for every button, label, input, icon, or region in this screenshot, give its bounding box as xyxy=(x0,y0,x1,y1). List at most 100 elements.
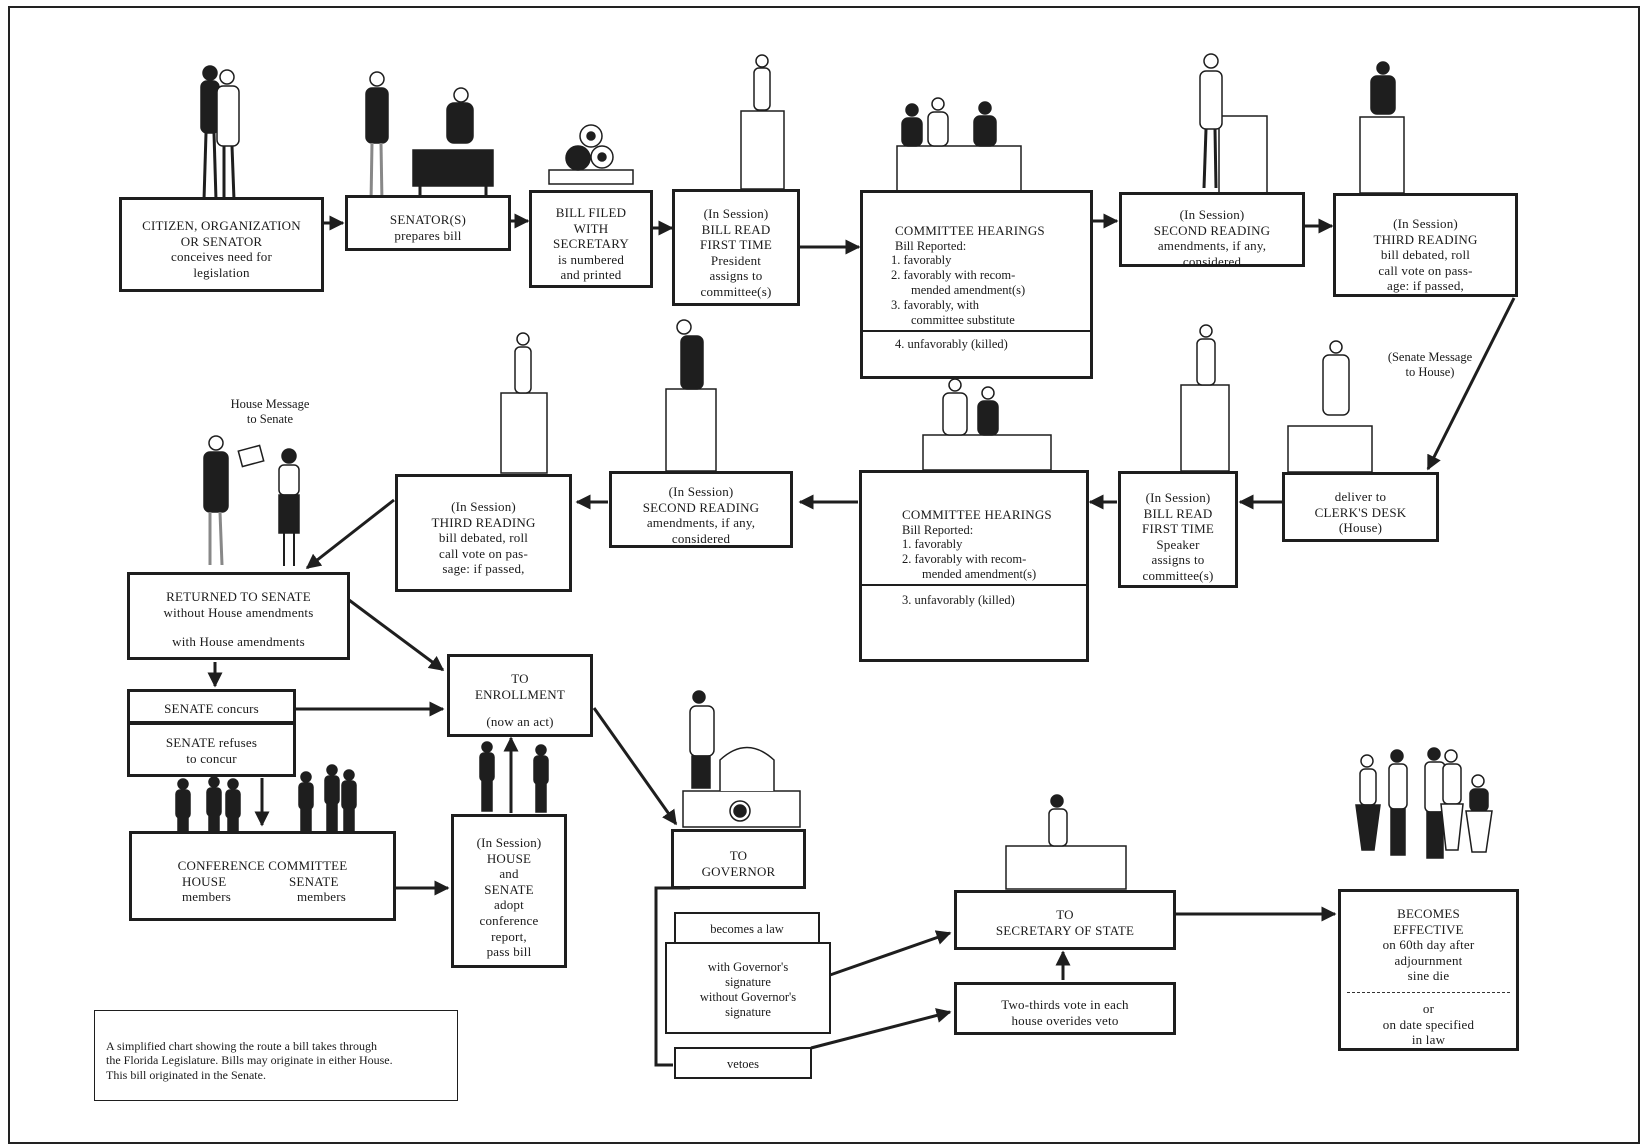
house-committee-title: COMMITTEE HEARINGS xyxy=(902,507,1052,522)
becomes-law-box: becomes a law xyxy=(674,912,820,944)
arrow-senate-message xyxy=(1426,297,1516,471)
senate-second-line-2: SECOND READING xyxy=(1153,222,1271,238)
secretary-line-2: SECRETARY OF STATE xyxy=(995,922,1135,938)
citizen-line-1: conceives need for xyxy=(170,249,273,265)
with-signature-1: with Governor's xyxy=(707,960,789,974)
returned-without: without House amendments xyxy=(163,604,314,620)
house-third-line-1: (In Session) xyxy=(451,499,516,514)
senate-committee-item-3b: committee substitute xyxy=(911,313,1015,327)
conference-committee-box: CONFERENCE COMMITTEE HOUSE SENATE member… xyxy=(129,831,396,921)
caption-line-3: This bill originated in the Senate. xyxy=(106,1067,266,1082)
clerk-desk-box: deliver to CLERK'S DESK (House) xyxy=(1282,472,1439,542)
citizens-crowd-illustration xyxy=(1355,747,1493,859)
conference-title: CONFERENCE COMMITTEE xyxy=(177,858,348,873)
arrow-vetoes-to-override xyxy=(810,1008,952,1050)
house-third-line-2: THIRD READING xyxy=(431,514,536,530)
senate-message-label: (Senate Message to House) xyxy=(1370,350,1490,380)
senate-first-line-4: President xyxy=(710,252,762,268)
senate-third-line-2: THIRD READING xyxy=(1373,231,1478,247)
citizen-title-2: OR SENATOR xyxy=(180,233,263,249)
senate-third-line-4: call vote on pass- xyxy=(1378,262,1473,278)
conference-senate-members: members xyxy=(297,889,347,904)
house-first-line-6: committee(s) xyxy=(1142,567,1214,583)
house-message-figures-illustration xyxy=(203,435,300,566)
senate-third-line-1: (In Session) xyxy=(1393,216,1458,231)
vetoes-label: vetoes xyxy=(727,1057,759,1071)
senate-second-line-3: amendments, if any, xyxy=(1157,238,1267,254)
effective-divider xyxy=(1347,991,1510,993)
senate-third-reading-box: (In Session) THIRD READING bill debated,… xyxy=(1333,193,1518,297)
house-third-line-3: bill debated, roll xyxy=(438,530,529,546)
citizen-line-2: legislation xyxy=(193,264,250,280)
senate-second-line-4: considered xyxy=(1182,253,1242,269)
house-committee-item-1: 1. favorably xyxy=(902,537,963,551)
speaker-figures-illustration xyxy=(514,53,1396,847)
house-committee-subtitle: Bill Reported: xyxy=(902,522,974,537)
senate-first-line-5: assigns to xyxy=(709,268,763,284)
citizen-box: CITIZEN, ORGANIZATION OR SENATOR conceiv… xyxy=(119,197,324,292)
adopt-line-6: conference xyxy=(479,912,539,928)
house-third-reading-box: (In Session) THIRD READING bill debated,… xyxy=(395,474,572,592)
returned-to-senate-box: RETURNED TO SENATE without House amendme… xyxy=(127,572,350,660)
with-signature-2: signature xyxy=(725,975,771,989)
house-third-line-5: sage: if passed, xyxy=(442,561,525,577)
senate-committee-title: COMMITTEE HEARINGS xyxy=(895,223,1045,238)
clerk-line-3: (House) xyxy=(1338,520,1383,536)
concurs-label: SENATE concurs xyxy=(164,701,259,716)
senator-title: SENATOR(S) xyxy=(389,212,467,227)
senate-committee-item-2: 2. favorably with recom- xyxy=(891,268,1016,282)
house-committee-item-2b: mended amendment(s) xyxy=(922,567,1037,581)
returned-title: RETURNED TO SENATE xyxy=(166,589,311,604)
effective-line-2: EFFECTIVE xyxy=(1393,921,1464,937)
refuses-line-1: SENATE refuses xyxy=(165,735,258,750)
senate-committee-killed: 4. unfavorably (killed) xyxy=(895,337,1008,351)
enrollment-line-3: (now an act) xyxy=(486,714,554,730)
senate-committee-subtitle: Bill Reported: xyxy=(895,238,967,253)
effective-line-4: adjournment xyxy=(1394,952,1463,968)
senate-first-reading-box: (In Session) BILL READ FIRST TIME Presid… xyxy=(672,189,800,306)
conference-senate: SENATE xyxy=(289,874,339,889)
senate-first-line-1: (In Session) xyxy=(703,206,769,221)
vetoes-box: vetoes xyxy=(674,1047,812,1079)
senate-second-line-1: (In Session) xyxy=(1179,207,1245,222)
effective-alt-1: on date specified xyxy=(1382,1016,1475,1032)
caption-line-2: the Florida Legislature. Bills may origi… xyxy=(106,1053,393,1068)
arrow-enrollment-to-governor xyxy=(592,707,678,826)
house-first-reading-box: (In Session) BILL READ FIRST TIME Speake… xyxy=(1118,471,1238,588)
house-message-label: House Message to Senate xyxy=(210,397,330,427)
secretary-of-state-box: TO SECRETARY OF STATE xyxy=(954,890,1176,950)
senate-committee-box: COMMITTEE HEARINGS Bill Reported: 1. fav… xyxy=(860,190,1093,379)
governor-line-1: TO xyxy=(729,848,748,863)
senate-message-line-2: to House) xyxy=(1405,365,1455,379)
house-second-line-4: considered xyxy=(671,530,731,546)
without-signature-2: signature xyxy=(725,1005,771,1019)
house-first-line-5: assigns to xyxy=(1151,552,1205,568)
arrow-house-third-to-returned xyxy=(305,498,395,570)
caption-line-1: A simplified chart showing the route a b… xyxy=(106,1039,377,1053)
citizen-figures-illustration xyxy=(200,65,240,201)
senate-message-line-1: (Senate Message xyxy=(1387,350,1473,364)
senate-committee-item-2b: mended amendment(s) xyxy=(911,283,1026,297)
governor-box: TO GOVERNOR xyxy=(671,829,806,889)
clerk-line-1: deliver to xyxy=(1334,489,1387,504)
secretary-line-1: TO xyxy=(1056,907,1074,922)
senate-refuses-box: SENATE refuses to concur xyxy=(127,722,296,777)
override-line-2: house overides veto xyxy=(1011,1012,1119,1028)
senate-first-line-6: committee(s) xyxy=(700,283,772,299)
filed-line-2: WITH xyxy=(573,220,609,236)
effective-line-5: sine die xyxy=(1407,968,1450,984)
senate-concurs-box: SENATE concurs xyxy=(127,689,296,724)
senate-first-line-2: BILL READ xyxy=(701,221,771,237)
enrollment-box: TO ENROLLMENT (now an act) xyxy=(447,654,593,737)
chart-caption: A simplified chart showing the route a b… xyxy=(94,1010,458,1101)
page-frame xyxy=(8,6,1640,1144)
printing-rolls-illustration xyxy=(548,124,634,185)
filed-line-4: is numbered xyxy=(557,251,625,267)
house-message-line-2: to Senate xyxy=(246,412,294,426)
house-third-line-4: call vote on pas- xyxy=(439,545,528,561)
adopt-line-2: HOUSE xyxy=(486,850,532,866)
senate-first-line-3: FIRST TIME xyxy=(700,237,772,253)
house-message-line-1: House Message xyxy=(230,397,310,411)
